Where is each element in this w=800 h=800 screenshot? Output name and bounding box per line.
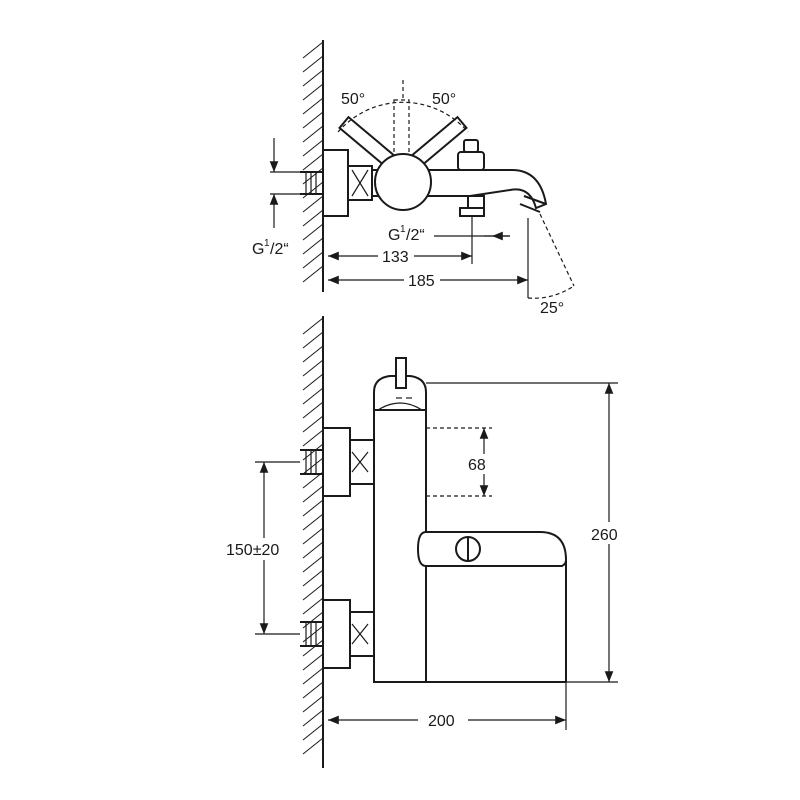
wall-hatch-line bbox=[302, 251, 324, 269]
dim-133-label: 133 bbox=[382, 249, 409, 266]
wall-hatch-line bbox=[302, 597, 324, 615]
wall-hatch-line bbox=[302, 681, 324, 699]
thread-left-main: G bbox=[252, 241, 264, 258]
upper-wall-flange bbox=[322, 427, 351, 497]
wall-hatch-line bbox=[302, 695, 324, 713]
wall-hatch-line bbox=[302, 317, 324, 335]
wall-hatch-line bbox=[302, 195, 324, 213]
wall-hatch-line bbox=[302, 97, 324, 115]
thread-left-tail: /2“ bbox=[270, 241, 289, 258]
wall-hatch-line bbox=[302, 513, 324, 531]
wall-hatch-line bbox=[302, 541, 324, 559]
thread-left-sup: 1 bbox=[264, 238, 270, 249]
wall-hatch-line bbox=[302, 429, 324, 447]
wall-hatch-line bbox=[302, 55, 324, 73]
top-diverter bbox=[457, 151, 485, 171]
wall-hatch-line bbox=[302, 723, 324, 741]
wall-hatch-line bbox=[302, 209, 324, 227]
wall-hatch-line bbox=[302, 387, 324, 405]
top-wall-flange bbox=[322, 149, 349, 217]
wall-hatch-line bbox=[302, 499, 324, 517]
side-wall bbox=[302, 316, 324, 768]
dim-68-label: 68 bbox=[468, 457, 486, 474]
thread-spout-tail: /2“ bbox=[406, 227, 425, 244]
top-wall bbox=[302, 40, 324, 292]
wall-hatch-line bbox=[302, 737, 324, 755]
wall-hatch-line bbox=[302, 527, 324, 545]
wall-hatch-line bbox=[302, 359, 324, 377]
wall-hatch-line bbox=[302, 709, 324, 727]
wall-hatch-line bbox=[302, 125, 324, 143]
upper-nut bbox=[349, 439, 375, 485]
wall-hatch-line bbox=[302, 265, 324, 283]
wall-hatch-line bbox=[302, 223, 324, 241]
wall-hatch-line bbox=[302, 69, 324, 87]
top-handle-lever bbox=[395, 357, 407, 389]
lower-wall-flange bbox=[322, 599, 351, 669]
wall-hatch-line bbox=[302, 555, 324, 573]
wall-hatch-line bbox=[302, 583, 324, 601]
wall-hatch-line bbox=[302, 653, 324, 671]
wall-hatch-line bbox=[302, 639, 324, 657]
wall-hatch-line bbox=[302, 569, 324, 587]
dim-150-label: 150±20 bbox=[226, 542, 279, 559]
side-spout bbox=[416, 531, 568, 567]
top-handle-knob bbox=[374, 153, 432, 211]
top-view: 50° 50° G 1 /2“ G 1 /2“ 133 185 25° bbox=[252, 40, 575, 317]
thread-spout-sup: 1 bbox=[400, 224, 406, 235]
wall-hatch-line bbox=[302, 41, 324, 59]
top-cap bbox=[373, 375, 427, 411]
wall-hatch-line bbox=[302, 331, 324, 349]
thread-spout-label: G 1 /2“ bbox=[388, 224, 425, 244]
thread-spout-main: G bbox=[388, 227, 400, 244]
wall-hatch-line bbox=[302, 83, 324, 101]
wall-hatch-line bbox=[302, 181, 324, 199]
angle-spout-label: 25° bbox=[540, 300, 564, 317]
lower-nut bbox=[349, 611, 375, 657]
dim-260-label: 260 bbox=[591, 527, 618, 544]
wall-hatch-line bbox=[302, 345, 324, 363]
wall-hatch-line bbox=[302, 485, 324, 503]
dim-185-label: 185 bbox=[408, 273, 435, 290]
wall-hatch-line bbox=[302, 139, 324, 157]
thread-left-label: G 1 /2“ bbox=[252, 238, 289, 258]
side-view: 68 260 150±20 200 bbox=[222, 316, 630, 768]
wall-hatch-line bbox=[302, 667, 324, 685]
dim-200-label: 200 bbox=[428, 713, 455, 730]
wall-hatch-line bbox=[302, 415, 324, 433]
angle-right-label: 50° bbox=[432, 91, 456, 108]
wall-hatch-line bbox=[302, 153, 324, 171]
wall-hatch-line bbox=[302, 401, 324, 419]
angle-left-label: 50° bbox=[341, 91, 365, 108]
wall-hatch-line bbox=[302, 373, 324, 391]
wall-hatch-line bbox=[302, 111, 324, 129]
wall-hatch-line bbox=[302, 237, 324, 255]
